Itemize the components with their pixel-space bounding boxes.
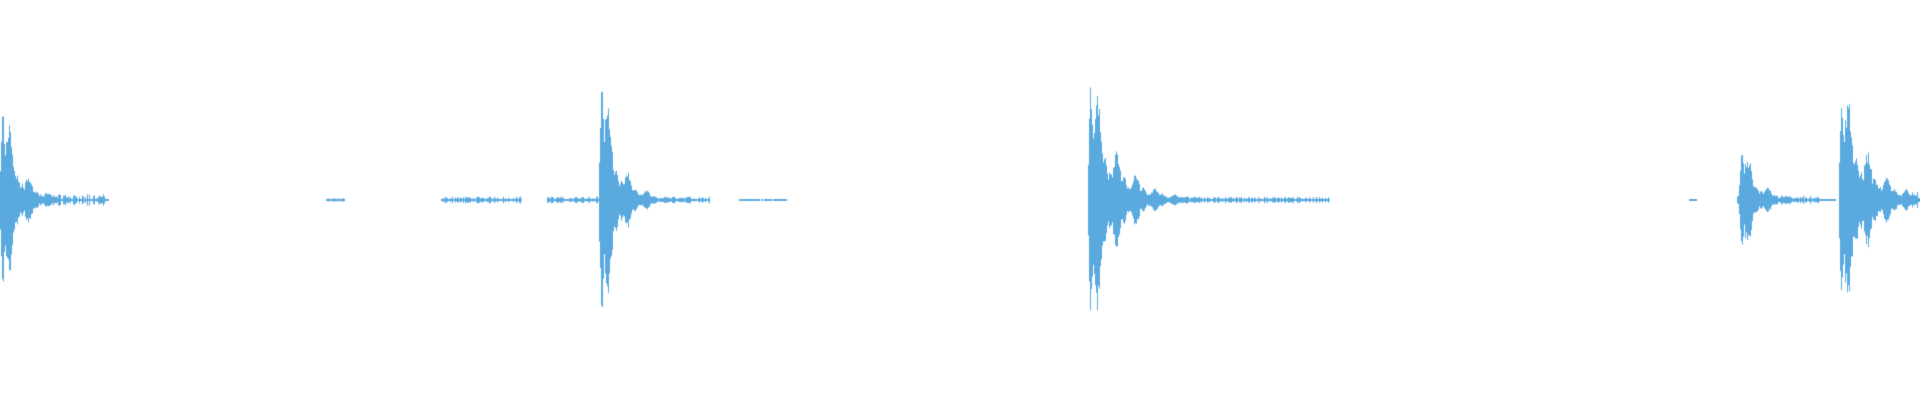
audio-waveform (0, 0, 1920, 400)
